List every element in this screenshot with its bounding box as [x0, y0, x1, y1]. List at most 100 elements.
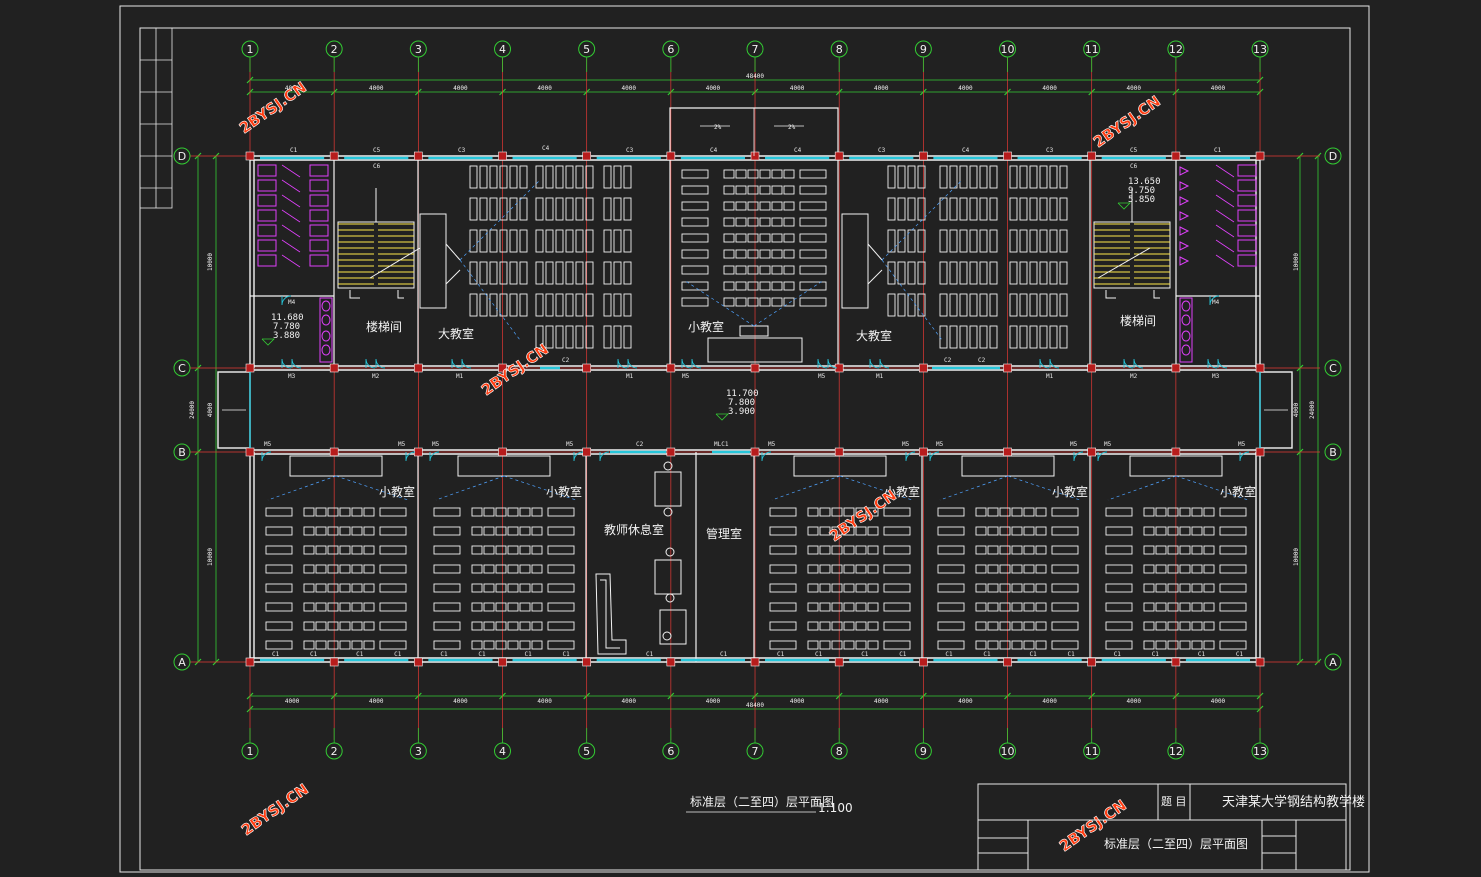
- tag-m4-right: M4: [1212, 299, 1220, 306]
- stall-door-right: [1215, 254, 1235, 268]
- desk-classroom-mid: [1191, 545, 1203, 555]
- desk-small-top-b: [735, 217, 747, 227]
- toilet-stall-right: [1237, 164, 1257, 177]
- column: [666, 447, 676, 457]
- desk-large-right-b: [969, 197, 978, 221]
- desk-classroom-mid: [987, 526, 999, 536]
- axis-label-4-bottom: 4: [499, 745, 506, 758]
- tag-c5-d2: C5: [373, 147, 381, 154]
- windows: [260, 156, 1251, 662]
- desk-classroom-mid: [471, 602, 483, 612]
- axis-label-6-bottom: 6: [667, 745, 674, 758]
- desk-classroom-mid: [351, 640, 363, 650]
- dimension-texts: 4840048400400040004000400040004000400040…: [189, 73, 1316, 709]
- lounge-furniture: [595, 461, 687, 655]
- desk-classroom-mid: [483, 621, 495, 631]
- desk-large-left-b: [545, 293, 554, 317]
- desk-classroom-left: [1105, 507, 1133, 517]
- desk-small-top-b: [747, 169, 759, 179]
- desk-classroom-right: [1219, 545, 1247, 555]
- axis-label-8-top: 8: [836, 43, 843, 56]
- desk-large-left-b: [545, 325, 554, 349]
- desk-large-left-a: [469, 197, 478, 221]
- desk-classroom-mid: [1035, 564, 1047, 574]
- door-c-left: [451, 358, 462, 369]
- door-b: [1239, 451, 1250, 462]
- sightline: [335, 475, 409, 501]
- desk-large-right-b: [959, 293, 968, 317]
- stall-door-left: [281, 179, 301, 193]
- desk-large-left-a: [499, 261, 508, 285]
- desk-classroom-mid: [315, 545, 327, 555]
- dim-bay-top: 4000: [1042, 85, 1057, 92]
- desk-classroom-mid: [327, 545, 339, 555]
- dim-bay-bottom: 4000: [706, 698, 721, 705]
- door-c-right: [627, 358, 638, 369]
- desk-large-left-a: [499, 229, 508, 253]
- desk-classroom-mid: [1143, 583, 1155, 593]
- desk-classroom-mid: [1035, 602, 1047, 612]
- desk-classroom-left: [433, 507, 461, 517]
- desk-classroom-right: [1219, 507, 1247, 517]
- desk-classroom-mid: [831, 507, 843, 517]
- desk-classroom-mid: [843, 583, 855, 593]
- desk-classroom-mid: [483, 640, 495, 650]
- desk-classroom-mid: [495, 621, 507, 631]
- washbasin-right: [1181, 344, 1191, 356]
- sheet-inner-frame: [139, 27, 1351, 871]
- sightline: [771, 475, 841, 501]
- dim-bay-bottom: 4000: [958, 698, 973, 705]
- desk-classroom-mid: [519, 602, 531, 612]
- desk-classroom-mid: [1179, 507, 1191, 517]
- desk-small-top-b: [771, 297, 783, 307]
- desk-classroom-mid: [1011, 564, 1023, 574]
- desk-classroom-left: [1105, 621, 1133, 631]
- desk-classroom-mid: [303, 545, 315, 555]
- desk-classroom-mid: [1143, 526, 1155, 536]
- desk-small-top-b: [723, 201, 735, 211]
- dim-front-right: 10000: [1293, 253, 1300, 271]
- desk-classroom-left: [937, 621, 965, 631]
- desk-small-top-b: [735, 201, 747, 211]
- desk-classroom-mid: [1203, 545, 1215, 555]
- stall-door-right: [1215, 224, 1235, 238]
- desk-small-top-b: [783, 249, 795, 259]
- dim-bay-top: 4000: [453, 85, 468, 92]
- desk-classroom-left: [265, 602, 293, 612]
- desk-large-right-b: [949, 165, 958, 189]
- axis-bubble-C-right: [1324, 359, 1342, 377]
- desk-classroom-mid: [339, 602, 351, 612]
- desk-classroom-mid: [1155, 602, 1167, 612]
- desk-large-left-c: [623, 293, 632, 317]
- desk-large-right-b: [979, 197, 988, 221]
- axis-label-12-bottom: 12: [1169, 745, 1183, 758]
- toilet-stall-left-a: [257, 194, 277, 207]
- desk-large-right-c: [1009, 165, 1018, 189]
- desk-classroom-mid: [1191, 602, 1203, 612]
- desk-small-top-b: [747, 249, 759, 259]
- desk-large-right-b: [949, 325, 958, 349]
- dim-bay-top: 4000: [285, 85, 300, 92]
- toilet-stall-right: [1237, 224, 1257, 237]
- desk-large-right-a: [917, 165, 926, 189]
- desk-classroom-mid: [807, 564, 819, 574]
- dim-bay-top: 4000: [1211, 85, 1226, 92]
- desk-large-left-b: [565, 165, 574, 189]
- desk-large-right-b: [969, 325, 978, 349]
- desk-classroom-mid: [819, 621, 831, 631]
- desk-classroom-right: [1219, 640, 1247, 650]
- desk-classroom-left: [769, 583, 797, 593]
- room-labels: 楼梯间 楼梯间 大教室 大教室 小教室 小教室 小教室 小教室 小教室 小教室 …: [366, 313, 1256, 541]
- door-c-left: [1207, 358, 1218, 369]
- left-binding-strip: [139, 27, 173, 209]
- tag-c4-d7: C4: [794, 147, 802, 154]
- desk-large-left-b: [565, 229, 574, 253]
- desk-small-top-b: [771, 249, 783, 259]
- sightline: [881, 259, 943, 341]
- desk-small-top-b: [723, 169, 735, 179]
- desk-classroom-mid: [483, 583, 495, 593]
- desk-classroom-mid: [351, 564, 363, 574]
- desk-classroom-mid: [999, 602, 1011, 612]
- door-b: [261, 451, 272, 462]
- desk-classroom-mid: [1155, 526, 1167, 536]
